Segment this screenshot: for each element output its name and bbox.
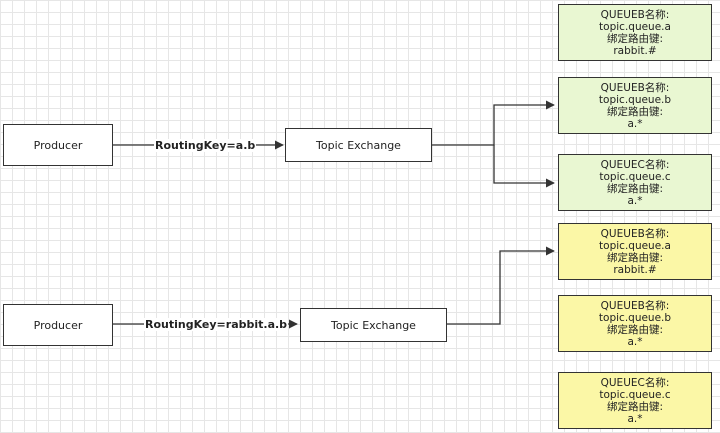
binding-key-label: 绑定路由键: bbox=[606, 182, 664, 195]
binding-key-label: 绑定路由键: bbox=[606, 105, 664, 118]
binding-key-value: rabbit.# bbox=[613, 44, 657, 57]
bottom-queue-c-box: QUEUEC名称: topic.queue.c 绑定路由键: a.* bbox=[558, 372, 712, 429]
binding-key-value: rabbit.# bbox=[613, 263, 657, 276]
binding-key-value: a.* bbox=[627, 194, 643, 207]
queue-id: topic.queue.a bbox=[599, 239, 671, 252]
queue-name: QUEUEC名称: bbox=[600, 158, 670, 171]
bottom-queue-b-box: QUEUEB名称: topic.queue.b 绑定路由键: a.* bbox=[558, 295, 712, 352]
binding-key-value: a.* bbox=[627, 117, 643, 130]
queue-id: topic.queue.b bbox=[598, 93, 672, 106]
binding-key-label: 绑定路由键: bbox=[606, 251, 664, 264]
top-exchange-box: Topic Exchange bbox=[285, 128, 432, 162]
top-queue-c-box: QUEUEC名称: topic.queue.c 绑定路由键: a.* bbox=[558, 154, 712, 211]
top-producer-box: Producer bbox=[3, 124, 113, 166]
binding-key-value: a.* bbox=[627, 412, 643, 425]
bottom-producer-box: Producer bbox=[3, 304, 113, 346]
bottom-producer-label: Producer bbox=[33, 318, 83, 332]
bottom-routing-key-label: RoutingKey=rabbit.a.b bbox=[144, 318, 289, 331]
binding-key-value: a.* bbox=[627, 335, 643, 348]
top-exchange-to-queue-b-arrow bbox=[432, 100, 555, 146]
queue-name: QUEUEB名称: bbox=[600, 81, 670, 94]
binding-key-label: 绑定路由键: bbox=[606, 323, 664, 336]
bottom-queue-a-box: QUEUEB名称: topic.queue.a 绑定路由键: rabbit.# bbox=[558, 223, 712, 280]
queue-name: QUEUEB名称: bbox=[600, 227, 670, 240]
queue-id: topic.queue.c bbox=[599, 170, 671, 183]
binding-key-label: 绑定路由键: bbox=[606, 32, 664, 45]
top-exchange-to-queue-c-arrow bbox=[493, 145, 555, 188]
queue-id: topic.queue.b bbox=[598, 311, 672, 324]
queue-id: topic.queue.a bbox=[599, 20, 671, 33]
binding-key-label: 绑定路由键: bbox=[606, 400, 664, 413]
top-exchange-label: Topic Exchange bbox=[316, 138, 401, 152]
top-queue-b-box: QUEUEB名称: topic.queue.b 绑定路由键: a.* bbox=[558, 77, 712, 134]
bottom-exchange-box: Topic Exchange bbox=[300, 308, 447, 342]
queue-id: topic.queue.c bbox=[599, 388, 671, 401]
top-routing-key-label: RoutingKey=a.b bbox=[154, 139, 257, 152]
top-queue-a-box: QUEUEB名称: topic.queue.a 绑定路由键: rabbit.# bbox=[558, 4, 712, 61]
top-producer-label: Producer bbox=[33, 138, 83, 152]
queue-name: QUEUEB名称: bbox=[600, 8, 670, 21]
bottom-exchange-label: Topic Exchange bbox=[331, 318, 416, 332]
queue-name: QUEUEB名称: bbox=[600, 299, 670, 312]
queue-name: QUEUEC名称: bbox=[600, 376, 670, 389]
bottom-exchange-to-queue-a-arrow bbox=[447, 246, 555, 325]
